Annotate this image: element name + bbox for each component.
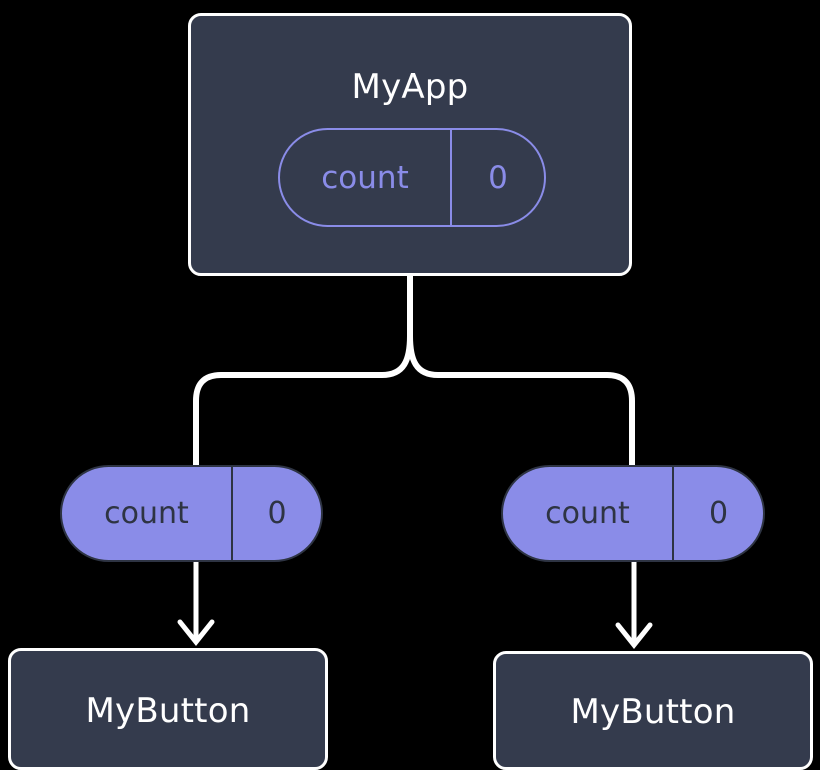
fork-connector-right xyxy=(407,333,635,473)
arrow-left-head-icon xyxy=(177,619,215,647)
component-node-mybutton-left[interactable]: MyButton xyxy=(8,648,328,770)
prop-pill-right-key: count xyxy=(503,467,674,560)
prop-pill-left-key: count xyxy=(62,467,233,560)
component-node-mybutton-right[interactable]: MyButton xyxy=(493,651,813,770)
component-title-mybutton-right: MyButton xyxy=(570,692,736,732)
prop-pill-left-value: 0 xyxy=(267,496,287,531)
arrow-right-head-icon xyxy=(615,622,653,650)
state-pill-key: count xyxy=(280,130,452,225)
component-title-myapp: MyApp xyxy=(351,67,469,107)
prop-pill-right-value: 0 xyxy=(708,496,729,531)
prop-pill-left-count[interactable]: count 0 xyxy=(60,465,323,562)
component-node-myapp[interactable]: MyApp xyxy=(188,13,632,276)
state-pill-value: 0 xyxy=(488,159,508,196)
component-title-mybutton-left: MyButton xyxy=(85,691,251,731)
state-pill-count[interactable]: count 0 xyxy=(278,128,546,227)
fork-connector xyxy=(193,273,413,473)
prop-pill-right-count[interactable]: count 0 xyxy=(501,465,765,562)
